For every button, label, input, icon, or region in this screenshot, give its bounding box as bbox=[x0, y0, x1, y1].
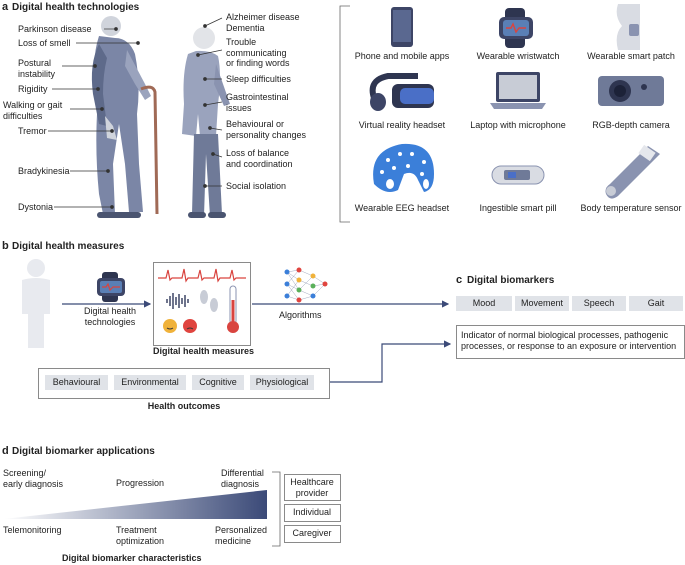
smart-pill-icon bbox=[491, 165, 545, 185]
phone-icon bbox=[391, 7, 413, 47]
user-box-caregiver bbox=[284, 525, 341, 543]
outcome-cognitive: Cognitive bbox=[192, 375, 244, 390]
biomarker-gait: Gait bbox=[629, 296, 683, 311]
app-treatment-optimization: Treatment optimization bbox=[116, 525, 165, 546]
eeg-headset-icon bbox=[373, 143, 434, 192]
outcome-physiological: Physiological bbox=[250, 375, 314, 390]
user-box-individual bbox=[284, 504, 341, 522]
device-label-pill: Ingestible smart pill bbox=[479, 203, 557, 213]
biomarker-definition: Indicator of normal biological processes… bbox=[461, 330, 677, 351]
user-caregiver: Caregiver bbox=[292, 528, 332, 538]
outcome-environmental: Environmental bbox=[114, 375, 186, 390]
user-individual: Individual bbox=[292, 507, 332, 517]
device-label-laptop: Laptop with microphone bbox=[470, 120, 566, 130]
heartbeat-icon bbox=[158, 268, 246, 283]
symptom-social-isolation: Social isolation bbox=[226, 181, 287, 191]
section-d-title: Digital biomarker applications bbox=[12, 446, 155, 457]
person-silhouette-icon bbox=[22, 259, 50, 348]
thermometer-icon bbox=[605, 144, 660, 199]
users-bracket bbox=[272, 471, 281, 547]
symptom-gastrointestinal: Gastrointestinal issues bbox=[226, 92, 289, 113]
biomarker-speech: Speech bbox=[572, 296, 626, 311]
symptom-walking-gait: Walking or gait difficulties bbox=[3, 100, 63, 121]
section-a-letter: a bbox=[2, 1, 9, 13]
app-differential-diagnosis: Differential diagnosis bbox=[221, 468, 264, 489]
dht-label: Digital health technologies bbox=[83, 306, 137, 327]
section-c-letter: c bbox=[456, 274, 463, 286]
symptom-dystonia: Dystonia bbox=[18, 202, 54, 212]
symptom-behavioural: Behavioural or personality changes bbox=[226, 119, 307, 140]
footprints-icon bbox=[200, 290, 218, 312]
symptom-trouble-communicating: Trouble communicating or finding words bbox=[226, 37, 290, 68]
neural-network-icon bbox=[284, 267, 328, 303]
symptom-tremor: Tremor bbox=[18, 126, 47, 136]
symptom-postural-instability: Postural instability bbox=[18, 58, 56, 79]
digital-measures-label: Digital health measures bbox=[153, 346, 255, 356]
biomarker-movement: Movement bbox=[515, 296, 569, 311]
characteristics-label: Digital biomarker characteristics bbox=[62, 553, 202, 563]
device-label-thermometer: Body temperature sensor bbox=[580, 203, 682, 213]
smart-patch-icon bbox=[616, 4, 640, 50]
camera-icon bbox=[598, 76, 664, 106]
app-screening: Screening/ early diagnosis bbox=[3, 468, 64, 489]
device-label-camera: RGB-depth camera bbox=[592, 120, 670, 130]
biomarker-mood: Mood bbox=[456, 296, 512, 311]
gradient-wedge bbox=[3, 490, 267, 519]
symptom-bradykinesia: Bradykinesia bbox=[18, 166, 70, 176]
app-personalized-medicine: Personalized medicine bbox=[215, 525, 268, 546]
laptop-icon bbox=[490, 72, 546, 109]
symptom-alzheimer-dementia: Alzheimer disease Dementia bbox=[226, 12, 300, 33]
outcome-behavioural: Behavioural bbox=[45, 375, 108, 390]
outcomes-label: Health outcomes bbox=[147, 401, 221, 411]
app-telemonitoring: Telemonitoring bbox=[3, 525, 62, 535]
mood-faces-icon bbox=[163, 319, 197, 333]
device-label-smart-patch: Wearable smart patch bbox=[587, 51, 675, 61]
user-box-healthcare bbox=[284, 474, 341, 501]
symptom-loss-of-smell: Loss of smell bbox=[18, 38, 71, 48]
section-d-letter: d bbox=[2, 445, 9, 457]
device-label-phone: Phone and mobile apps bbox=[354, 51, 450, 61]
device-label-wristwatch: Wearable wristwatch bbox=[476, 51, 560, 61]
wristwatch-icon bbox=[499, 8, 533, 48]
user-healthcare-provider: Healthcare provider bbox=[290, 477, 334, 498]
app-progression: Progression bbox=[116, 478, 165, 488]
left-leader-lines bbox=[48, 5, 350, 223]
section-c-title: Digital biomarkers bbox=[467, 275, 555, 286]
section-b-title: Digital health measures bbox=[12, 241, 125, 252]
algorithms-label: Algorithms bbox=[279, 310, 322, 320]
symptom-loss-of-balance: Loss of balance and coordination bbox=[226, 148, 293, 169]
symptom-parkinson-disease: Parkinson disease bbox=[18, 24, 92, 34]
section-b-letter: b bbox=[2, 240, 9, 252]
section-a-title: Digital health technologies bbox=[12, 2, 140, 13]
small-wristwatch-icon bbox=[97, 272, 125, 302]
symptom-rigidity: Rigidity bbox=[18, 84, 48, 94]
vr-headset-icon bbox=[369, 73, 434, 111]
device-label-vr: Virtual reality headset bbox=[358, 120, 446, 130]
device-label-eeg: Wearable EEG headset bbox=[354, 203, 450, 213]
flow-arrows bbox=[62, 300, 452, 383]
biomarker-definition-box bbox=[456, 325, 685, 359]
small-thermometer-icon bbox=[227, 285, 239, 333]
soundwave-icon bbox=[166, 293, 189, 309]
symptom-sleep-difficulties: Sleep difficulties bbox=[226, 74, 291, 84]
